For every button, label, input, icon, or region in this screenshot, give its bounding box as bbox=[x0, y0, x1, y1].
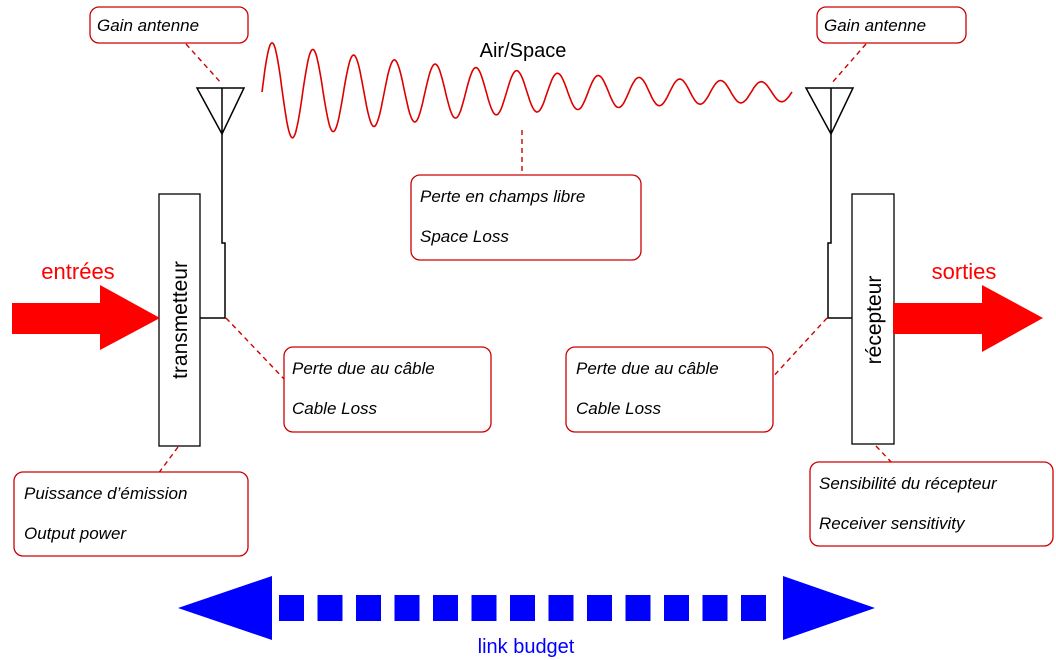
cable-loss-left-en: Cable Loss bbox=[292, 399, 378, 418]
transmitter-antenna-icon bbox=[195, 87, 246, 319]
output-power-en: Output power bbox=[24, 524, 127, 543]
link-budget-arrowhead-left bbox=[178, 576, 272, 640]
link-budget-dash bbox=[471, 595, 497, 621]
link-budget-label: link budget bbox=[478, 636, 575, 658]
output-arrow bbox=[893, 285, 1043, 352]
receiver-antenna-icon bbox=[804, 87, 855, 319]
antenna-gain-left-box bbox=[89, 6, 249, 44]
receiver-sensitivity-en: Receiver sensitivity bbox=[819, 514, 966, 533]
output-power-fr: Puissance d’émission bbox=[24, 484, 187, 503]
link-budget-dash bbox=[702, 595, 728, 621]
receiver-sensitivity-leader bbox=[875, 445, 894, 465]
space-loss-en: Space Loss bbox=[420, 227, 509, 246]
medium-label: Air/Space bbox=[480, 40, 567, 62]
receiver-sensitivity-fr: Sensibilité du récepteur bbox=[819, 474, 998, 493]
cable-loss-right-box bbox=[565, 346, 774, 433]
cable-loss-left-fr: Perte due au câble bbox=[292, 359, 435, 378]
link-budget-dash bbox=[510, 595, 535, 621]
link-budget-arrowhead-right bbox=[783, 576, 875, 640]
output-power-leader bbox=[157, 446, 179, 475]
link-budget-dash bbox=[433, 595, 458, 621]
antenna-gain-left-text: Gain antenne bbox=[97, 16, 199, 35]
link-budget-dash bbox=[625, 595, 651, 621]
antenna-gain-right-text: Gain antenne bbox=[824, 16, 926, 35]
transmitter-label: transmetteur bbox=[169, 261, 192, 379]
space-loss-fr: Perte en champs libre bbox=[420, 187, 585, 206]
space-loss-box bbox=[410, 174, 642, 261]
link-budget-dash bbox=[741, 595, 766, 621]
link-budget-dash bbox=[356, 595, 381, 621]
receiver-sensitivity-box bbox=[809, 461, 1054, 547]
output-power-box bbox=[13, 471, 249, 557]
antenna-gain-left-leader bbox=[185, 43, 223, 85]
cable-loss-right-fr: Perte due au câble bbox=[576, 359, 719, 378]
antenna-gain-right-box bbox=[816, 6, 967, 44]
receiver-label: récepteur bbox=[863, 276, 886, 365]
input-arrow bbox=[12, 285, 160, 350]
receiver-block: récepteur bbox=[851, 193, 895, 445]
transmitter-block: transmetteur bbox=[158, 193, 201, 447]
cable-loss-right-en: Cable Loss bbox=[576, 399, 662, 418]
link-budget-arrow bbox=[178, 576, 875, 640]
link-budget-dash bbox=[279, 595, 304, 621]
link-budget-dash bbox=[317, 595, 343, 621]
cable-loss-left-box bbox=[283, 346, 492, 433]
link-budget-dash bbox=[394, 595, 420, 621]
link-budget-dash bbox=[664, 595, 689, 621]
link-budget-dash bbox=[548, 595, 574, 621]
antenna-gain-right-leader bbox=[830, 43, 867, 85]
link-budget-dash bbox=[587, 595, 612, 621]
cable-loss-right-leader bbox=[769, 317, 828, 381]
radio-wave bbox=[261, 42, 793, 139]
input-label: entrées bbox=[41, 259, 114, 284]
cable-loss-left-leader bbox=[225, 317, 286, 381]
output-label: sorties bbox=[932, 259, 997, 284]
